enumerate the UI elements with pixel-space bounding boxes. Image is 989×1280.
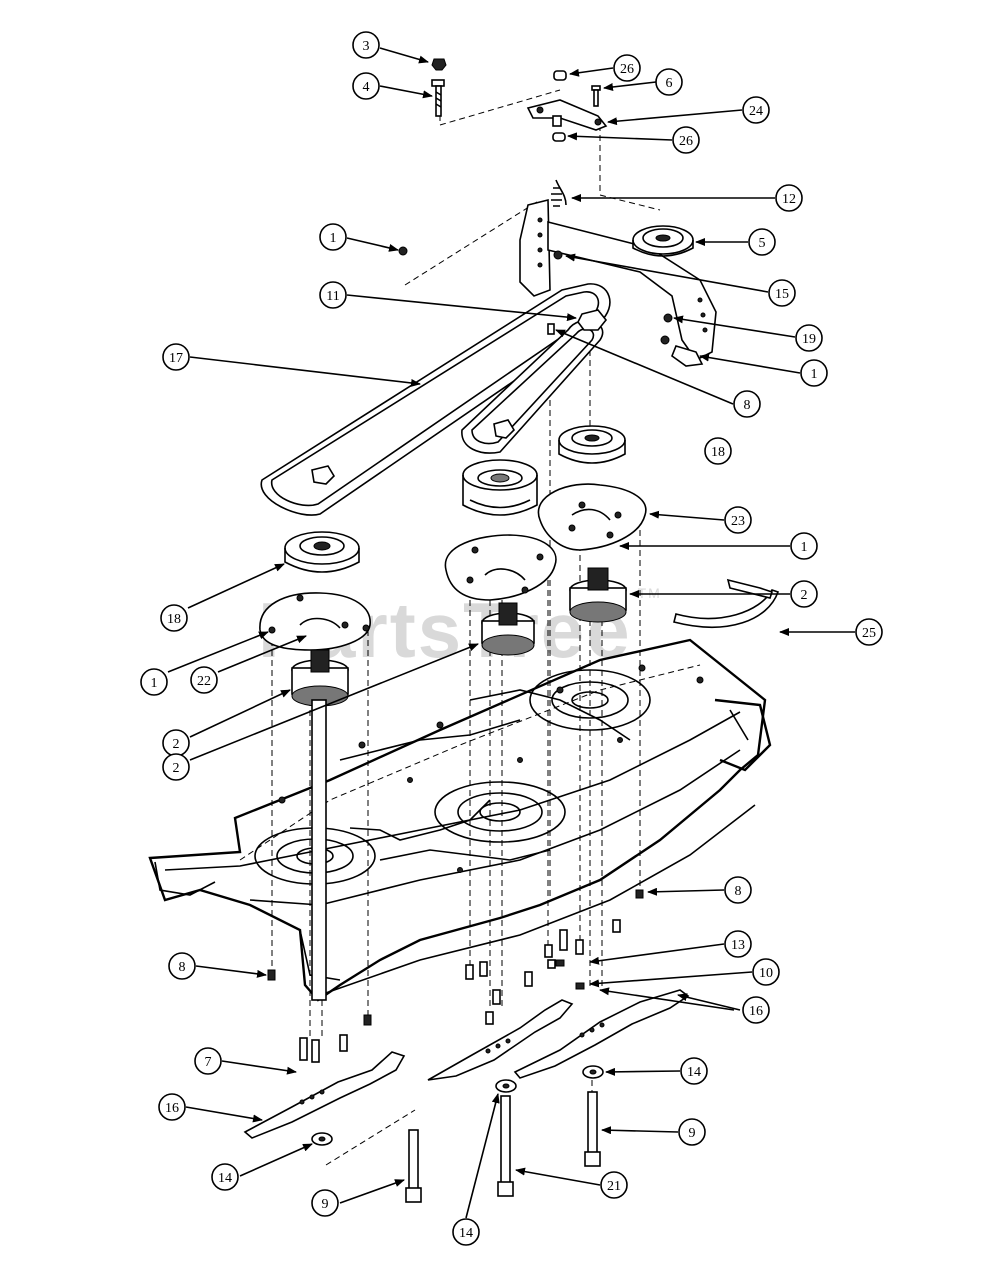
baffle bbox=[673, 578, 780, 628]
callout-1: 1 bbox=[140, 668, 168, 696]
svg-text:14: 14 bbox=[218, 1171, 232, 1186]
svg-text:19: 19 bbox=[802, 332, 816, 347]
callout-8: 8 bbox=[724, 876, 752, 904]
spindle-assemblies bbox=[291, 567, 627, 1001]
callout-2: 2 bbox=[162, 729, 190, 757]
callout-11: 11 bbox=[319, 281, 347, 309]
svg-text:1: 1 bbox=[151, 676, 158, 691]
callout-15: 15 bbox=[768, 279, 796, 307]
callout-18: 18 bbox=[704, 437, 732, 465]
callout-21: 21 bbox=[600, 1171, 628, 1199]
svg-text:18: 18 bbox=[711, 445, 725, 460]
svg-text:8: 8 bbox=[735, 884, 742, 899]
svg-text:25: 25 bbox=[862, 626, 876, 641]
svg-text:1: 1 bbox=[811, 367, 818, 382]
idler-bracket bbox=[398, 179, 717, 367]
lower-hardware bbox=[267, 889, 644, 1063]
blades bbox=[243, 989, 690, 1139]
callout-14: 14 bbox=[452, 1218, 480, 1246]
svg-text:23: 23 bbox=[731, 514, 745, 529]
callout-5: 5 bbox=[748, 228, 776, 256]
mower-deck bbox=[148, 638, 772, 1002]
callout-9: 9 bbox=[678, 1118, 706, 1146]
callout-16: 16 bbox=[158, 1093, 186, 1121]
callout-23: 23 bbox=[724, 506, 752, 534]
spindle-bolts bbox=[311, 1065, 604, 1203]
callout-8: 8 bbox=[168, 952, 196, 980]
callout-4: 4 bbox=[352, 72, 380, 100]
svg-text:5: 5 bbox=[759, 236, 766, 251]
drive-belt bbox=[260, 283, 611, 516]
callout-16: 16 bbox=[742, 996, 770, 1024]
callout-9: 9 bbox=[311, 1189, 339, 1217]
svg-text:8: 8 bbox=[179, 960, 186, 975]
svg-text:9: 9 bbox=[689, 1126, 696, 1141]
svg-text:26: 26 bbox=[620, 62, 634, 77]
svg-text:10: 10 bbox=[759, 966, 773, 981]
top-hardware bbox=[431, 58, 608, 142]
callout-2: 2 bbox=[790, 580, 818, 608]
spindle-shields bbox=[259, 483, 647, 651]
svg-text:17: 17 bbox=[169, 351, 183, 366]
callout-14: 14 bbox=[211, 1163, 239, 1191]
svg-text:24: 24 bbox=[749, 104, 763, 119]
svg-text:16: 16 bbox=[165, 1101, 179, 1116]
svg-text:7: 7 bbox=[205, 1055, 212, 1070]
callout-1: 1 bbox=[790, 532, 818, 560]
callout-8: 8 bbox=[733, 390, 761, 418]
callout-10: 10 bbox=[752, 958, 780, 986]
svg-text:3: 3 bbox=[363, 39, 370, 54]
callout-12: 12 bbox=[775, 184, 803, 212]
callout-24: 24 bbox=[742, 96, 770, 124]
svg-text:13: 13 bbox=[731, 938, 745, 953]
leader-lines bbox=[167, 47, 855, 1219]
callout-18: 18 bbox=[160, 604, 188, 632]
svg-text:11: 11 bbox=[326, 289, 339, 304]
callout-6: 6 bbox=[655, 68, 683, 96]
callout-14: 14 bbox=[680, 1057, 708, 1085]
svg-text:2: 2 bbox=[801, 588, 808, 603]
svg-text:12: 12 bbox=[782, 192, 796, 207]
svg-text:16: 16 bbox=[749, 1004, 763, 1019]
upper-hardware bbox=[547, 309, 608, 335]
svg-text:14: 14 bbox=[459, 1226, 473, 1241]
callout-13: 13 bbox=[724, 930, 752, 958]
svg-text:1: 1 bbox=[801, 540, 808, 555]
svg-text:26: 26 bbox=[679, 134, 693, 149]
svg-text:14: 14 bbox=[687, 1065, 701, 1080]
pulleys bbox=[284, 425, 626, 573]
svg-text:2: 2 bbox=[173, 761, 180, 776]
svg-text:9: 9 bbox=[322, 1197, 329, 1212]
svg-text:2: 2 bbox=[173, 737, 180, 752]
callout-26: 26 bbox=[672, 126, 700, 154]
callout-1: 1 bbox=[319, 223, 347, 251]
svg-text:22: 22 bbox=[197, 674, 211, 689]
callout-7: 7 bbox=[194, 1047, 222, 1075]
svg-text:1: 1 bbox=[330, 231, 337, 246]
callout-25: 25 bbox=[855, 618, 883, 646]
callout-26: 26 bbox=[613, 54, 641, 82]
callout-17: 17 bbox=[162, 343, 190, 371]
svg-text:6: 6 bbox=[666, 76, 673, 91]
svg-text:4: 4 bbox=[363, 80, 370, 95]
callout-19: 19 bbox=[795, 324, 823, 352]
svg-text:21: 21 bbox=[607, 1179, 621, 1194]
callout-3: 3 bbox=[352, 31, 380, 59]
callout-2: 2 bbox=[162, 753, 190, 781]
callout-1: 1 bbox=[800, 359, 828, 387]
callout-22: 22 bbox=[190, 666, 218, 694]
svg-text:8: 8 bbox=[744, 398, 751, 413]
callouts: 3 4 26 6 24 26 12 1 5 15 11 19 17 1 8 18… bbox=[140, 31, 883, 1246]
svg-text:15: 15 bbox=[775, 287, 789, 302]
svg-text:18: 18 bbox=[167, 612, 181, 627]
